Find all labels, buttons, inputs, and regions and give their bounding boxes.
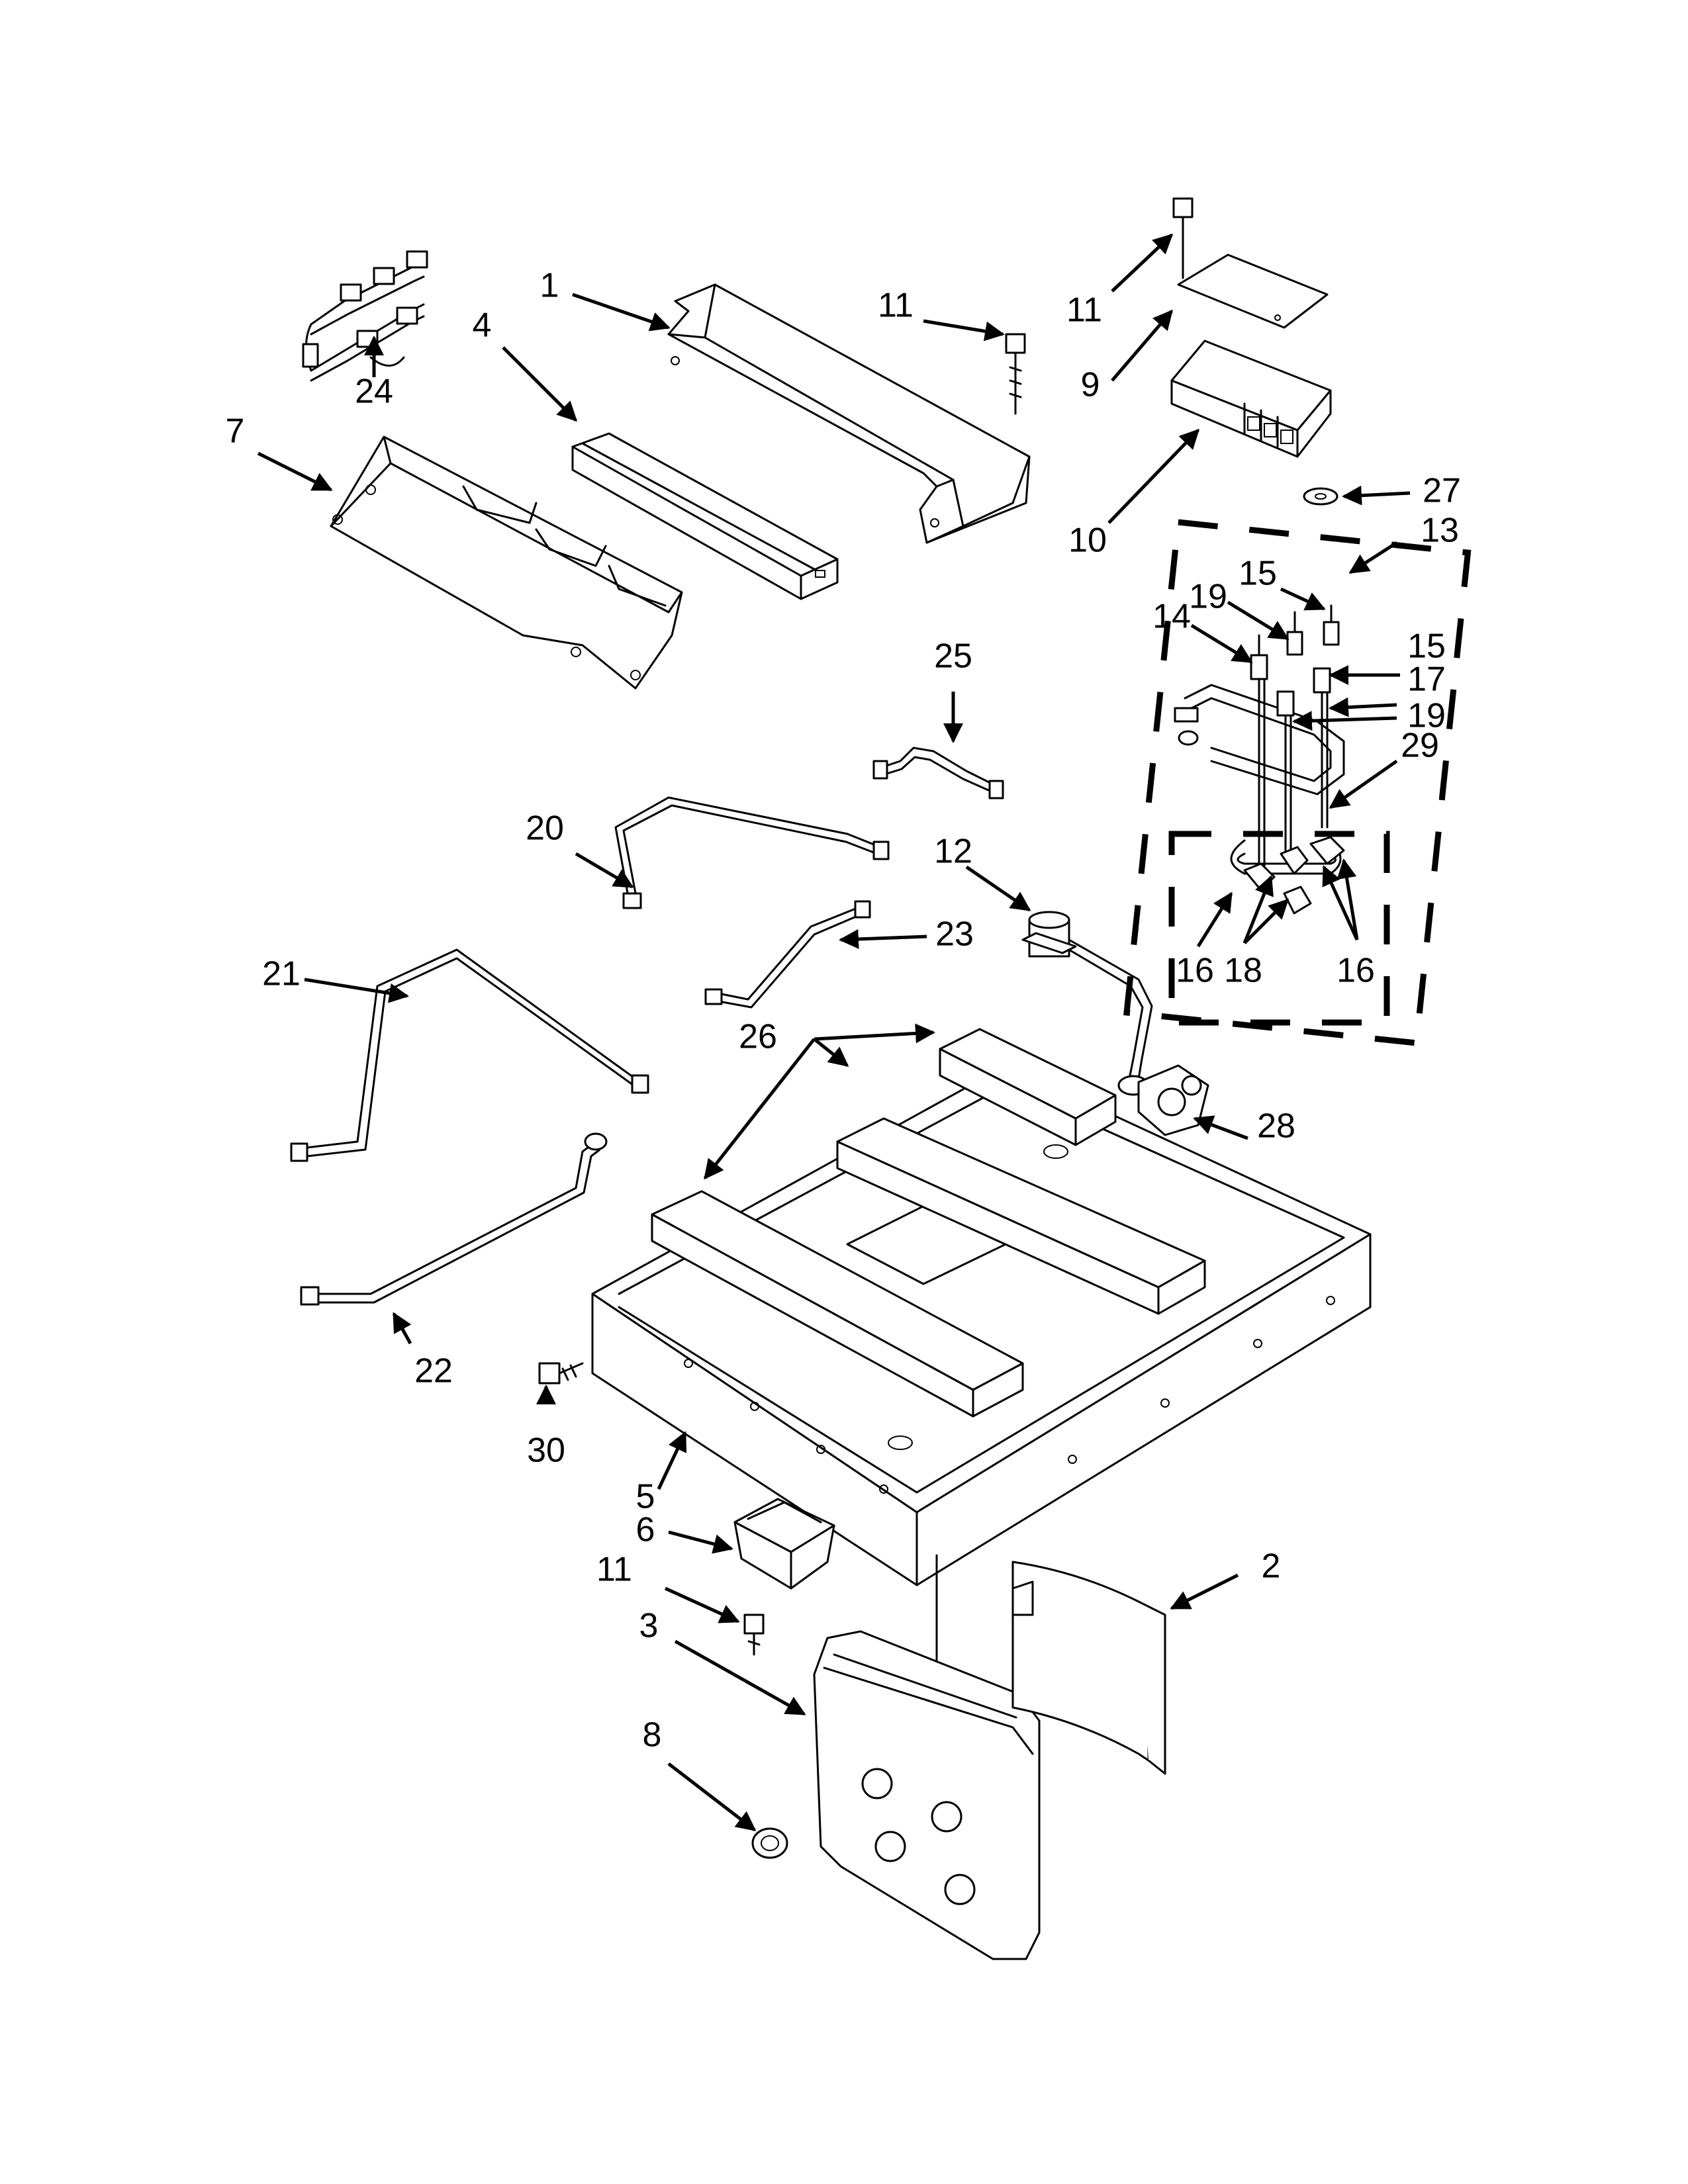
callout-16-left: 16 xyxy=(1176,952,1214,990)
callout-6: 6 xyxy=(636,1511,655,1549)
callout-5: 5 xyxy=(636,1478,655,1516)
part-9-cover-plate xyxy=(1177,253,1329,329)
part-2-curved-shield xyxy=(1011,1561,1166,1775)
callout-8: 8 xyxy=(643,1716,662,1754)
part-6-bracket-box xyxy=(733,1498,835,1590)
part-13-assembly-dashed-box xyxy=(1123,519,1472,1046)
callout-17: 17 xyxy=(1407,660,1446,699)
part-13-lower-dashed-box xyxy=(1168,831,1390,1026)
callout-11-top: 11 xyxy=(878,287,914,325)
part-21-tube xyxy=(290,948,649,1162)
callout-25: 25 xyxy=(934,637,972,676)
callout-21: 21 xyxy=(262,955,301,993)
callout-24: 24 xyxy=(355,373,393,411)
callout-23: 23 xyxy=(935,915,974,954)
part-27-washer xyxy=(1303,487,1338,506)
part-10-terminal-block xyxy=(1170,340,1332,458)
part-11-screw-lower xyxy=(743,1614,765,1656)
callout-19-right: 19 xyxy=(1407,697,1446,735)
callout-labels: 1 4 7 24 11 11 9 10 27 13 14 19 15 15 17… xyxy=(226,267,1461,1754)
callout-27: 27 xyxy=(1423,472,1461,510)
callout-11-lower: 11 xyxy=(596,1551,632,1589)
callout-28: 28 xyxy=(1257,1107,1295,1146)
callout-18: 18 xyxy=(1224,952,1262,990)
callout-14: 14 xyxy=(1152,598,1191,636)
part-8-plug xyxy=(751,1827,788,1859)
part-25-tube xyxy=(872,747,1004,799)
part-24-wire-harness xyxy=(302,250,428,382)
callout-15-right: 15 xyxy=(1407,627,1446,666)
part-30-screw xyxy=(538,1362,584,1385)
part-4-narrow-tray xyxy=(571,432,839,600)
part-23-tube xyxy=(704,900,871,1009)
part-11-screw-top xyxy=(1005,333,1026,415)
callout-20: 20 xyxy=(526,809,564,848)
callout-7: 7 xyxy=(226,412,245,451)
part-26-support-rail-3 xyxy=(939,1028,1117,1146)
callout-10: 10 xyxy=(1068,522,1107,560)
part-11-screw-right xyxy=(1172,197,1194,279)
callout-15-top: 15 xyxy=(1239,555,1277,593)
callout-12: 12 xyxy=(934,833,972,871)
callout-9: 9 xyxy=(1081,366,1100,404)
part-26-support-rail-1 xyxy=(651,1190,1024,1418)
callout-2: 2 xyxy=(1262,1547,1281,1586)
part-28-valve xyxy=(1137,1064,1209,1136)
part-1-top-channel xyxy=(667,283,1031,544)
part-12-regulator xyxy=(1021,911,1153,1096)
callout-30: 30 xyxy=(527,1432,565,1470)
callout-19-top: 19 xyxy=(1189,578,1227,616)
callout-13: 13 xyxy=(1421,512,1459,550)
callout-16-right: 16 xyxy=(1336,952,1375,990)
callout-29: 29 xyxy=(1401,727,1439,765)
part-7-baffle-plate xyxy=(330,435,683,690)
callout-11-right: 11 xyxy=(1066,291,1102,330)
callout-22: 22 xyxy=(414,1352,453,1390)
burner-valve-assembly xyxy=(1174,604,1345,915)
callout-1: 1 xyxy=(540,267,559,305)
part-26-support-rail-2 xyxy=(836,1117,1206,1315)
part-5-base-pan xyxy=(591,1064,1372,1586)
callout-3: 3 xyxy=(639,1607,659,1645)
callout-4: 4 xyxy=(473,306,492,345)
callout-26: 26 xyxy=(739,1018,777,1056)
part-22-tube xyxy=(300,1132,608,1306)
part-3-bottom-panel xyxy=(813,1554,1041,1960)
leader-lines xyxy=(257,233,1411,1831)
part-20-tube xyxy=(614,796,890,909)
